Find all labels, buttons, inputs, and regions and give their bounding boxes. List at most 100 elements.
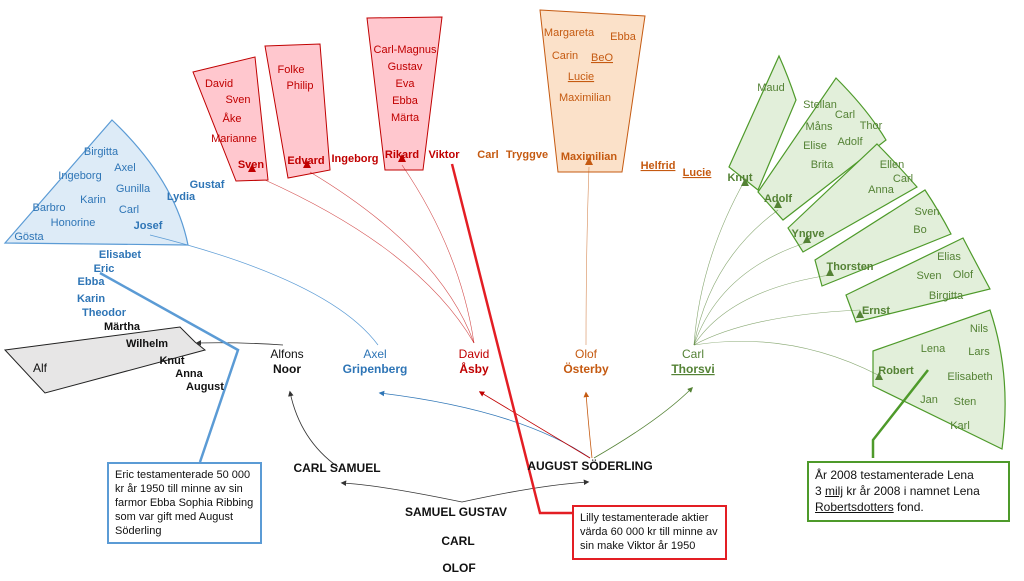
trunk-samuel-gustav: SAMUEL GUSTAV [405, 505, 507, 519]
yngve-group-0: Ellen [880, 159, 904, 171]
rikard-group-3: Ebba [392, 95, 419, 107]
thorsten-group-0: Sven [914, 206, 939, 218]
gripenberg-child-6: Lydia [167, 191, 196, 203]
noor-child-2: Knut [159, 355, 184, 367]
thorsvi-child-4: Ernst [862, 305, 890, 317]
gripenberg-last: Gripenberg [343, 362, 408, 376]
asby-child-4: Viktor [429, 149, 461, 161]
lilly-note-line: värda 60 000 kr till minne av [580, 526, 718, 538]
gripenberg-grandchild-1: Ingeborg [58, 170, 101, 182]
edvard-group-0: Folke [278, 64, 305, 76]
lena-note-line-2-underlined: milj [825, 484, 844, 498]
noor-child-1: Wilhelm [126, 338, 168, 350]
maximilian-group-4: Lucie [568, 71, 594, 83]
gripenberg-grandchild-6: Carl [119, 204, 139, 216]
eric-note-line: kr år 1950 till minne av sin [115, 483, 243, 495]
osterby-first: Olof [575, 347, 598, 361]
carl-samuel-label: CARL SAMUEL [293, 461, 380, 475]
noor-last: Noor [273, 362, 301, 376]
rikard-group-0: Carl-Magnus [374, 44, 437, 56]
noor-grandchildren-shape [3, 326, 207, 394]
osterby-child-2: Maximilian [561, 151, 618, 163]
sven-group-shape [192, 56, 269, 182]
august-soderling-label: AUGUST SÖDERLING [527, 458, 652, 473]
gripenberg-first: Axel [363, 347, 386, 361]
ernst-group-1: Sven [916, 270, 941, 282]
asby-first: David [459, 347, 490, 361]
adolf-group-5: Adolf [837, 136, 863, 148]
thorsten-group-1: Bo [913, 224, 926, 236]
rikard-group-4: Märta [391, 112, 420, 124]
asby-child-2: Ingeborg [331, 153, 378, 165]
robert-group-2: Lars [968, 346, 990, 358]
maximilian-group-2: Carin [552, 50, 578, 62]
robert-group-5: Sten [954, 396, 977, 408]
gripenberg-child-2: Ebba [78, 276, 106, 288]
osterby-child-4: Lucie [683, 167, 712, 179]
robert-group-shape [872, 309, 1006, 450]
rikard-group-shape [366, 16, 443, 171]
gripenberg-grandchild-0: Birgitta [84, 146, 119, 158]
lena-note-line-1: År 2008 testamenterade Lena [815, 468, 974, 482]
thorsvi-child-5: Robert [878, 365, 914, 377]
eric-note-line: Söderling [115, 525, 162, 537]
osterby-last: Österby [563, 361, 609, 376]
edvard-group-1: Philip [287, 80, 314, 92]
asby-child-1: Edvard [287, 155, 324, 167]
ernst-group-2: Olof [953, 269, 974, 281]
ernst-group-3: Birgitta [929, 290, 964, 302]
robert-group-6: Karl [950, 420, 970, 432]
robert-group-1: Lena [921, 343, 946, 355]
gripenberg-grandchildren-shape [3, 119, 189, 246]
noor-first: Alfons [270, 347, 303, 361]
gripenberg-grandchild-5: Barbro [32, 202, 65, 214]
gripenberg-child-3: Karin [77, 293, 105, 305]
maximilian-group-0: Margareta [544, 27, 595, 39]
gripenberg-grandchild-4: Karin [80, 194, 106, 206]
gripenberg-child-4: Theodor [82, 307, 127, 319]
noor-grandchild-0: Alf [33, 361, 48, 375]
adolf-group-1: Carl [835, 109, 855, 121]
ernst-group-shape [845, 237, 991, 323]
thorsvi-child-2: Yngve [791, 228, 824, 240]
eric-note-line: som var gift med August [115, 511, 233, 523]
gripenberg-child-7: Josef [134, 220, 163, 232]
maximilian-group-1: Ebba [610, 31, 637, 43]
lena-note-line-3: Robertsdotters fond. [815, 499, 1002, 515]
lena-note-line-2: 3 milj kr år 2008 i namnet Lena [815, 483, 1002, 499]
osterby-child-0: Carl [477, 149, 498, 161]
gripenberg-child-1: Eric [94, 263, 115, 275]
eric-note: Eric testamenterade 50 000 kr år 1950 ti… [107, 462, 262, 544]
yngve-group-1: Carl [893, 173, 913, 185]
osterby-child-3: Helfrid [641, 160, 676, 172]
sven-group-3: Marianne [211, 133, 257, 145]
thorsvi-child-1: Adolf [764, 193, 792, 205]
lena-note-line-3-suffix: fond. [893, 500, 924, 514]
knut-group-shape [728, 54, 797, 191]
ernst-group-0: Elias [937, 251, 961, 263]
adolf-group-2: Måns [806, 121, 833, 133]
adolf-group-0: Stellan [803, 99, 837, 111]
adolf-group-3: Thor [860, 120, 883, 132]
gripenberg-grandchild-7: Honorine [51, 217, 96, 229]
lena-note: År 2008 testamenterade Lena 3 milj kr år… [807, 461, 1010, 522]
trunk-carl: CARL [441, 534, 474, 548]
thorsvi-child-0: Knut [727, 172, 752, 184]
osterby-child-1: Tryggve [506, 149, 548, 161]
sven-group-0: David [205, 78, 233, 90]
adolf-group-4: Elise [803, 140, 827, 152]
thorsten-group-shape [814, 189, 952, 287]
yngve-group-2: Anna [868, 184, 895, 196]
robert-group-4: Jan [920, 394, 938, 406]
lena-note-line-3-underlined: Robertsdotters [815, 500, 894, 514]
gripenberg-grandchild-3: Gunilla [116, 183, 151, 195]
thorsvi-first: Carl [682, 347, 704, 361]
adolf-group-shape [757, 77, 887, 221]
noor-child-4: August [186, 381, 224, 393]
gripenberg-grandchild-8: Gösta [14, 231, 44, 243]
lilly-note-line: sin make Viktor år 1950 [580, 540, 696, 552]
asby-last: Åsby [459, 361, 489, 376]
thorsvi-last: Thorsvi [671, 362, 714, 376]
lilly-note: Lilly testamenterade aktier värda 60 000… [572, 505, 727, 560]
